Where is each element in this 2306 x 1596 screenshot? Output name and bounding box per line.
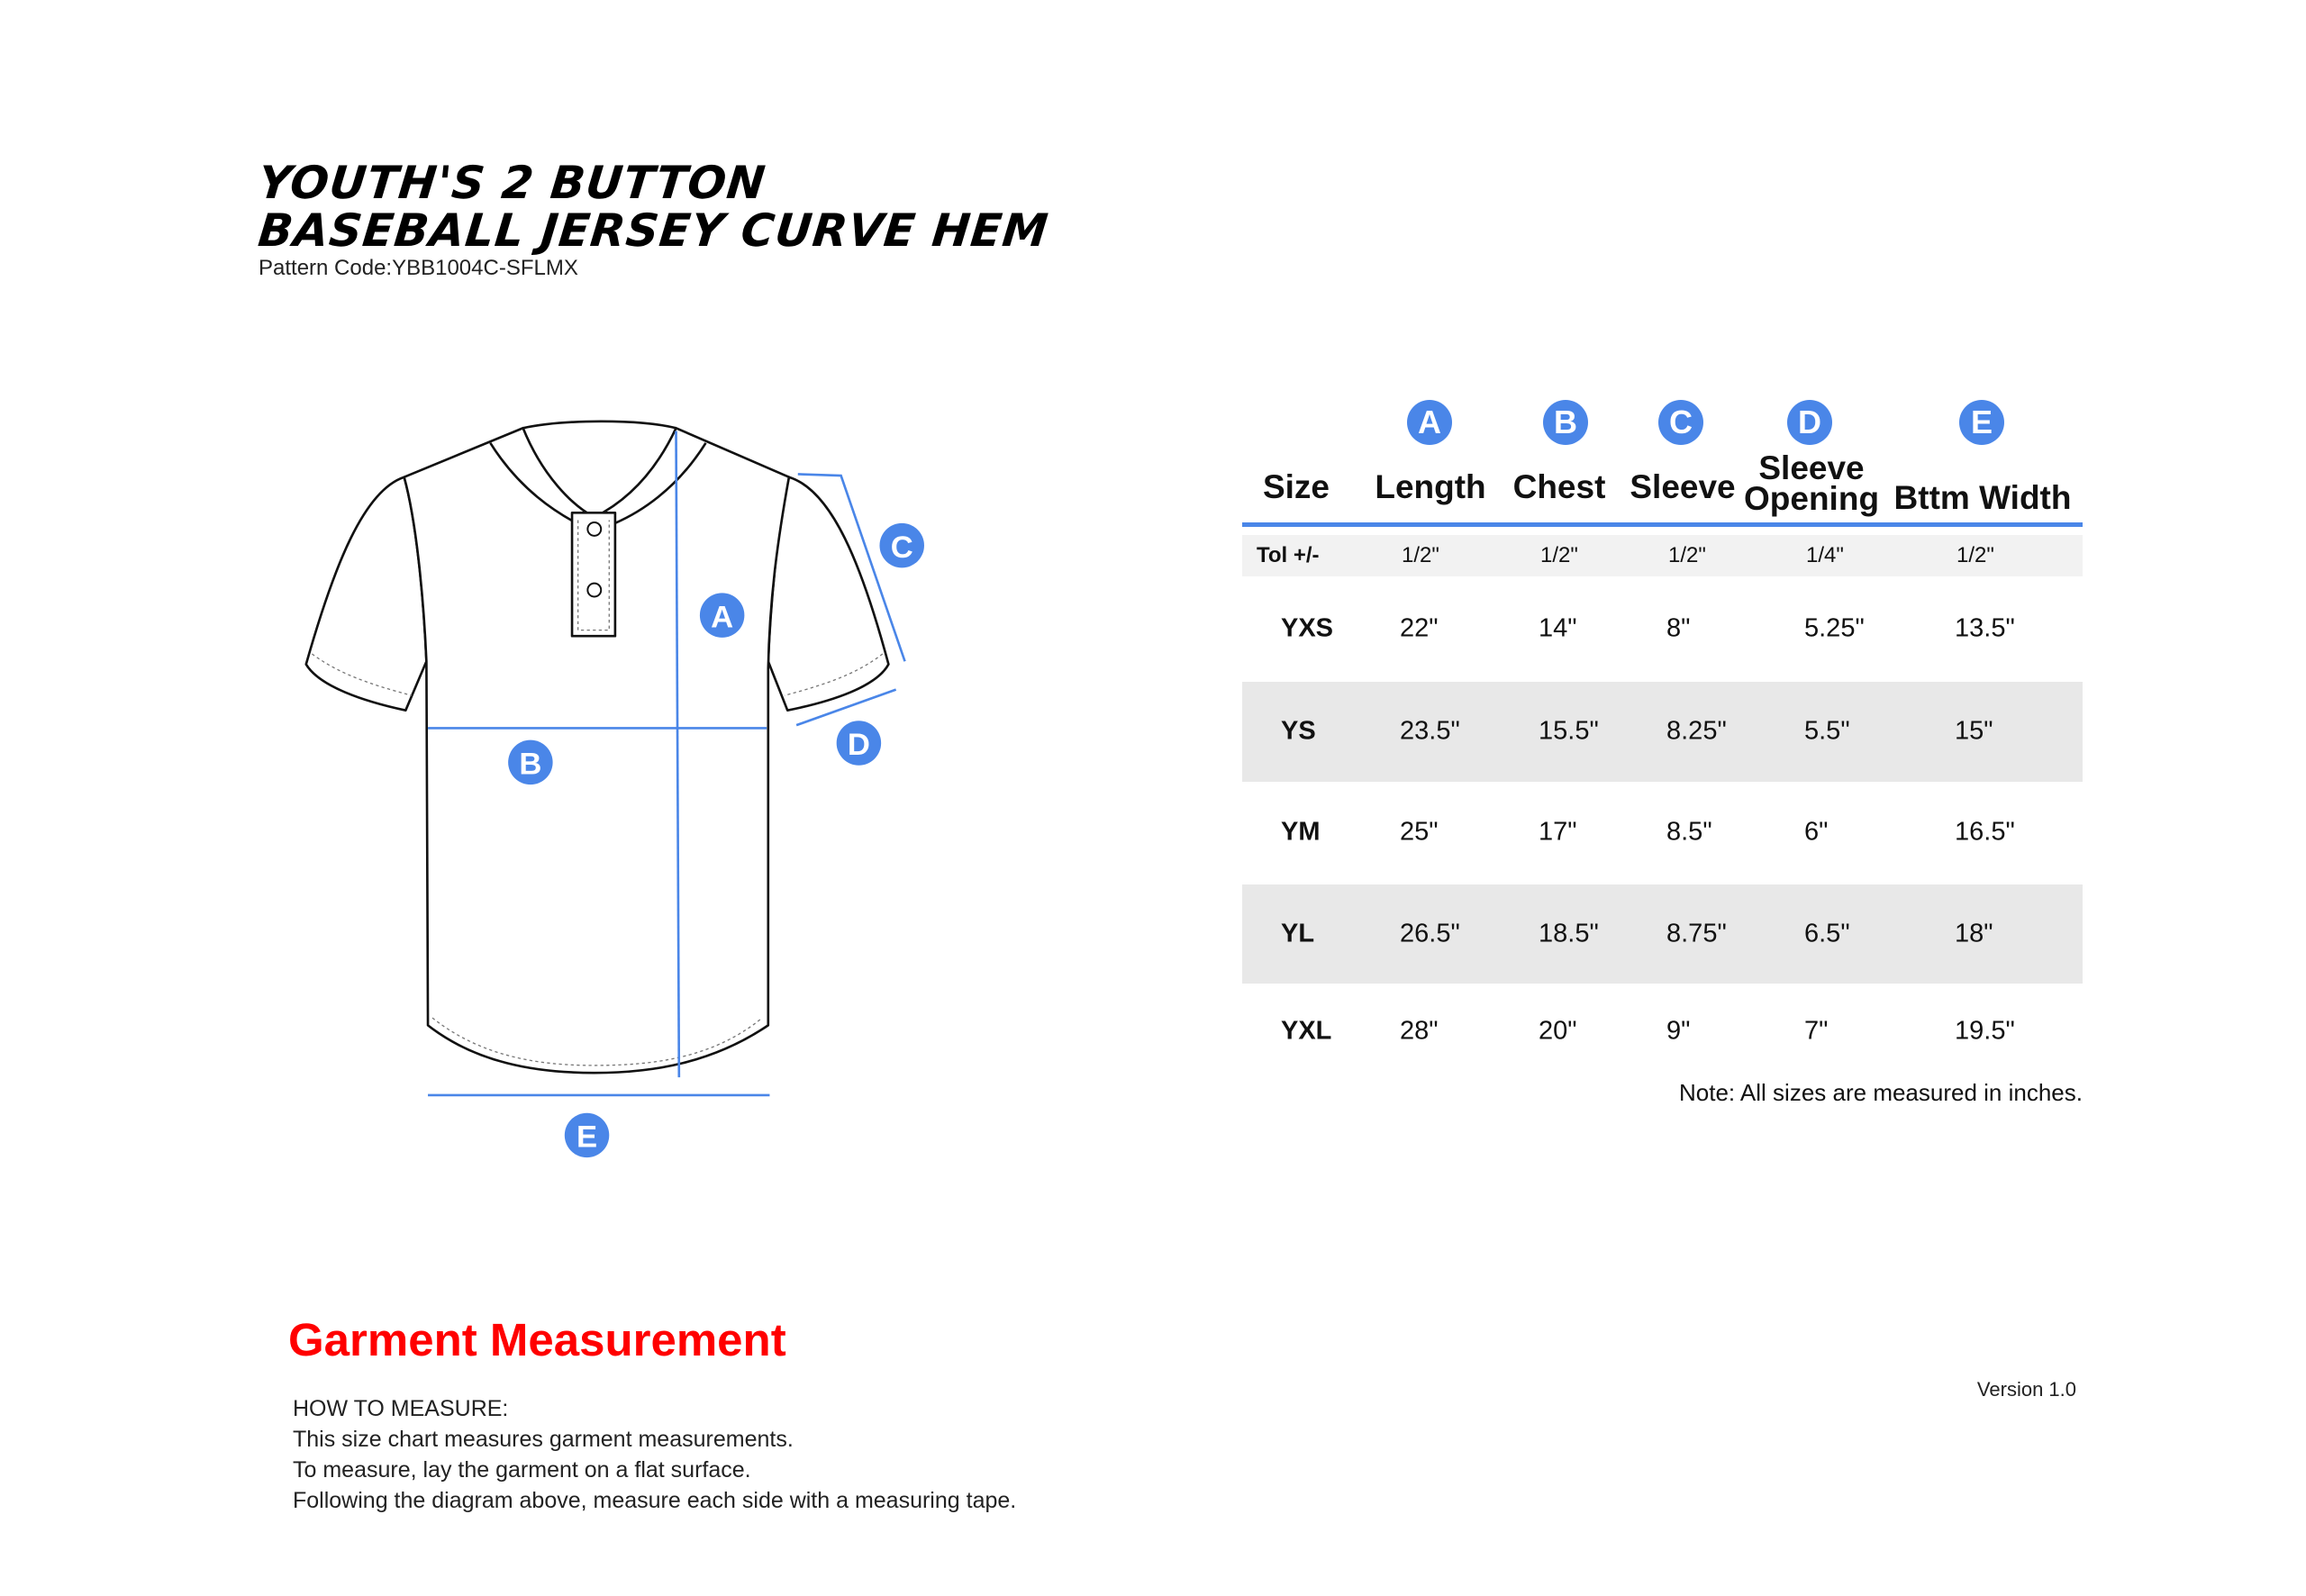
marker-e: E — [564, 1112, 610, 1158]
column-header-size: Size — [1262, 468, 1330, 505]
measurement-cell: 8.75" — [1666, 919, 1727, 948]
row-band — [1242, 884, 2083, 984]
measurement-cell: 16.5" — [1955, 817, 2015, 847]
version-label: Version 1.0 — [1976, 1378, 2076, 1401]
measure-lines — [428, 431, 906, 1097]
measurement-cell: 20" — [1539, 1016, 1577, 1046]
tolerance-value: 1/2" — [1540, 543, 1578, 567]
size-label: YS — [1281, 716, 1316, 746]
column-marker-e: E — [1959, 400, 2004, 445]
measurement-cell: 6" — [1804, 817, 1829, 847]
svg-text:D: D — [848, 728, 870, 762]
column-header-length: Length — [1375, 468, 1486, 505]
svg-text:E: E — [576, 1120, 597, 1155]
tolerance-row — [1242, 535, 2083, 576]
stitching — [311, 520, 884, 1066]
measurement-cell: 25" — [1400, 817, 1439, 847]
column-header-sleeve: Sleeve — [1630, 468, 1736, 505]
column-marker-b: B — [1543, 400, 1588, 445]
measurement-cell: 15" — [1955, 716, 1993, 746]
column-header-bttm-width: Bttm Width — [1893, 479, 2072, 516]
button-icon — [586, 521, 603, 537]
tolerance-value: 1/2" — [1668, 543, 1706, 567]
measurement-cell: 5.25" — [1804, 613, 1865, 643]
marker-d: D — [836, 721, 882, 766]
section-heading: Garment Measurement — [288, 1314, 786, 1365]
measurement-cell: 18" — [1955, 919, 1993, 948]
column-marker-a: A — [1407, 400, 1452, 445]
size-label: YM — [1281, 817, 1321, 847]
marker-c: C — [879, 522, 924, 568]
size-label: YL — [1281, 919, 1315, 948]
measurement-cell: 17" — [1539, 817, 1577, 847]
measurement-cell: 8.25" — [1666, 716, 1727, 746]
measurement-cell: 8" — [1666, 613, 1691, 643]
column-header-sleeve-opening: Sleeve Opening — [1744, 449, 1880, 517]
measurement-cell: 9" — [1666, 1016, 1691, 1046]
svg-text:C: C — [891, 530, 913, 565]
table-note: Note: All sizes are measured in inches. — [1679, 1079, 2083, 1106]
marker-b: B — [508, 739, 553, 785]
how-to-line: This size chart measures garment measure… — [293, 1427, 794, 1452]
button-icons — [586, 521, 603, 598]
row-band — [1242, 682, 2083, 782]
measurement-cell: 5.5" — [1804, 716, 1850, 746]
measurement-cell: 8.5" — [1666, 817, 1712, 847]
measure-line-d — [795, 688, 897, 727]
measure-line-c — [797, 473, 906, 662]
measurement-cell: 22" — [1400, 613, 1439, 643]
measurement-cell: 28" — [1400, 1016, 1439, 1046]
jersey-outline — [304, 420, 890, 1075]
measurement-cell: 18.5" — [1539, 919, 1599, 948]
size-label: YXS — [1281, 613, 1334, 643]
diagram-markers: A B C D E — [508, 522, 924, 1158]
how-to-line: Following the diagram above, measure eac… — [293, 1488, 1017, 1513]
svg-text:B: B — [519, 748, 541, 782]
marker-a: A — [699, 593, 745, 638]
measurement-cell: 14" — [1539, 613, 1577, 643]
measurement-cell: 15.5" — [1539, 716, 1599, 746]
button-icon — [586, 582, 603, 598]
pattern-code: Pattern Code:YBB1004C-SFLMX — [259, 256, 578, 280]
tolerance-value: 1/2" — [1956, 543, 1994, 567]
measurement-cell: 13.5" — [1955, 613, 2015, 643]
measure-line-a — [675, 431, 681, 1078]
measurement-cell: 6.5" — [1804, 919, 1850, 948]
measurement-cell: 19.5" — [1955, 1016, 2015, 1046]
size-label: YXL — [1281, 1016, 1332, 1046]
column-marker-d: D — [1787, 400, 1832, 445]
column-marker-c: C — [1658, 400, 1703, 445]
tolerance-value: 1/4" — [1806, 543, 1844, 567]
measurement-cell: 7" — [1804, 1016, 1829, 1046]
svg-text:A: A — [711, 600, 733, 634]
how-to-heading: HOW TO MEASURE: — [293, 1396, 509, 1421]
tolerance-label: Tol +/- — [1257, 543, 1320, 567]
header-divider — [1242, 522, 2083, 527]
measurement-cell: 26.5" — [1400, 919, 1460, 948]
column-header-chest: Chest — [1512, 468, 1606, 505]
tolerance-value: 1/2" — [1402, 543, 1439, 567]
measurement-cell: 23.5" — [1400, 716, 1460, 746]
how-to-line: To measure, lay the garment on a flat su… — [293, 1457, 751, 1483]
